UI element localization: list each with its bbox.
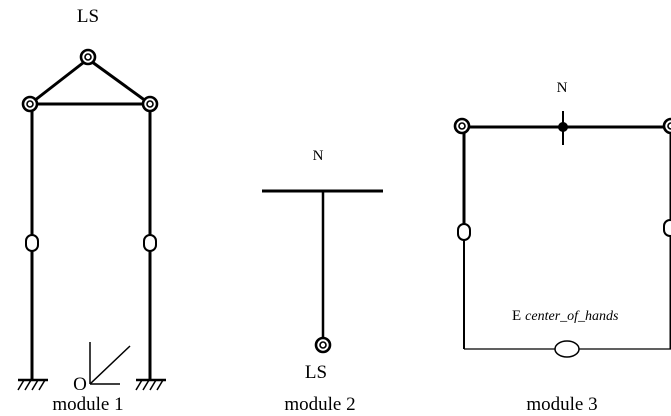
module-2-top-label: N <box>313 148 324 164</box>
right-prismatic-joint <box>663 219 671 237</box>
module-2-bottom-joint <box>314 336 332 354</box>
module-3-top-label: N <box>557 80 568 96</box>
n-joint <box>558 122 568 132</box>
module-1-caption: module 1 <box>52 394 123 415</box>
module-2-bottom-label: LS <box>305 362 327 383</box>
center-of-hands-joint <box>554 340 580 358</box>
module-2-caption: module 2 <box>284 394 355 415</box>
triangle-right-link <box>87 57 151 106</box>
origin-frame-icon <box>89 342 131 385</box>
triangle-left-link <box>29 57 89 106</box>
module-1: LS <box>17 6 166 415</box>
left-prismatic-joint <box>25 234 39 252</box>
left-ground-icon <box>17 378 48 391</box>
top-left-revolute-joint <box>453 117 471 135</box>
right-ground-icon <box>135 378 166 391</box>
top-revolute-joint <box>79 48 97 66</box>
module-1-top-label: LS <box>77 6 99 27</box>
module-2: N LS module 2 <box>262 148 383 415</box>
right-revolute-joint <box>141 95 159 113</box>
module-3-caption: module 3 <box>526 394 597 415</box>
top-right-revolute-joint <box>662 117 671 135</box>
right-prismatic-joint <box>143 234 157 252</box>
left-revolute-joint <box>21 95 39 113</box>
origin-label: O <box>73 374 87 395</box>
left-prismatic-joint <box>457 223 471 241</box>
